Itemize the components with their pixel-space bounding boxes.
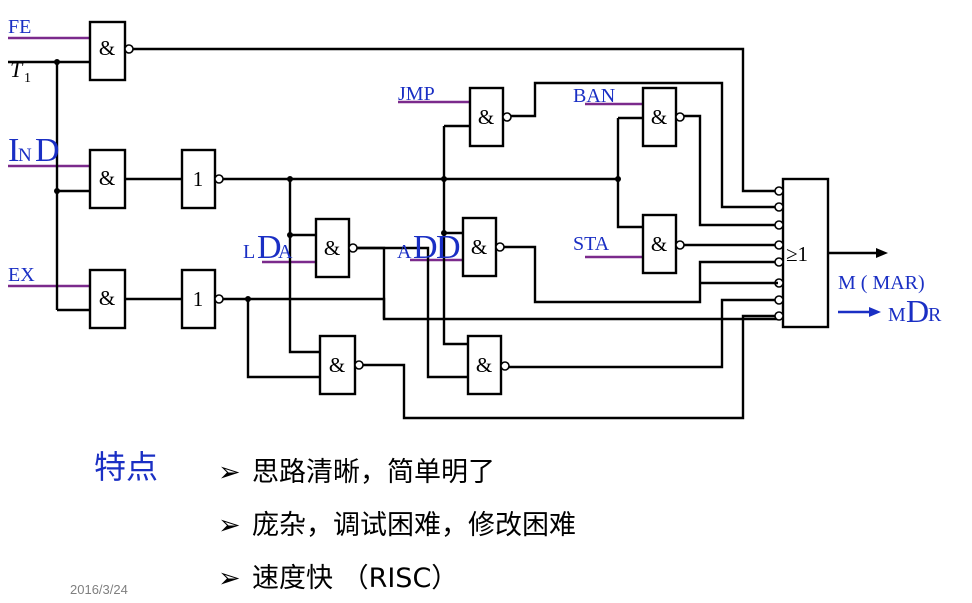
label-lda-a: A	[278, 241, 293, 263]
label-add-d1: D	[413, 229, 438, 266]
label-ban: BAN	[573, 85, 615, 107]
bullet-marker-icon: ➢	[218, 563, 241, 594]
svg-text:≥1: ≥1	[786, 242, 808, 266]
and-gate-sta: &	[641, 213, 685, 275]
label-mdr-r: R	[928, 304, 942, 326]
svg-text:&: &	[99, 166, 115, 190]
svg-text:&: &	[471, 235, 487, 259]
svg-text:&: &	[651, 105, 667, 129]
and-gate-jmp: &	[468, 86, 512, 148]
svg-text:&: &	[99, 36, 115, 60]
signal-labels: FE T 1 I N D EX JMP BAN L D A A D D STA …	[8, 16, 942, 329]
and-gate-ex-lda: &	[318, 334, 364, 396]
label-mdr-m: M	[888, 304, 906, 326]
svg-text:1: 1	[193, 287, 204, 311]
bullet-marker-icon: ➢	[218, 457, 241, 488]
bullet-text: 速度快 （RISC）	[252, 563, 459, 594]
label-mdr-d: D	[906, 293, 929, 329]
and-gate-fe: &	[88, 20, 134, 82]
svg-text:&: &	[99, 286, 115, 310]
svg-text:&: &	[329, 353, 345, 377]
and-gate-ban: &	[641, 86, 685, 148]
label-add-d2: D	[436, 229, 461, 266]
not-gate-ind: 1	[180, 148, 224, 210]
section-title: 特点	[94, 448, 159, 486]
not-gate-ex: 1	[180, 268, 224, 330]
svg-text:&: &	[324, 236, 340, 260]
bullet-item: ➢ 庞杂，调试困难，修改困难	[218, 503, 576, 542]
label-t1: T	[10, 57, 24, 82]
wiring	[8, 47, 888, 420]
label-fe: FE	[8, 16, 31, 38]
label-lda-l: L	[243, 241, 255, 263]
bullet-item: ➢ 速度快 （RISC）	[218, 556, 458, 595]
junction-dots	[54, 59, 621, 302]
and-gate-ex-add: &	[466, 334, 510, 396]
bullet-marker-icon: ➢	[218, 510, 241, 541]
label-sta: STA	[573, 233, 610, 255]
svg-text:1: 1	[193, 167, 204, 191]
label-ind-i: I	[8, 132, 19, 169]
svg-text:&: &	[651, 232, 667, 256]
control-logic-circuit-diagram: & & & 1 1 & & & & &	[8, 16, 942, 420]
label-lda-d: D	[257, 229, 282, 266]
label-ind-n: N	[18, 145, 32, 166]
and-gate-add: &	[461, 216, 505, 278]
bullet-item: ➢ 思路清晰，简单明了	[218, 450, 495, 489]
label-jmp: JMP	[398, 83, 435, 105]
svg-text:&: &	[478, 105, 494, 129]
label-ex: EX	[8, 264, 35, 286]
bullet-text: 思路清晰，简单明了	[252, 457, 495, 488]
svg-text:&: &	[476, 353, 492, 377]
label-mar: M ( MAR)	[838, 272, 925, 294]
bullet-text: 庞杂，调试困难，修改困难	[252, 510, 576, 541]
and-gate-ex: &	[88, 268, 127, 330]
and-gate-lda: &	[314, 217, 358, 279]
label-add-a: A	[397, 241, 412, 263]
and-gate-ind: &	[88, 148, 127, 210]
label-ind-d: D	[35, 132, 60, 169]
slide-date: 2016/3/24	[70, 582, 128, 597]
label-t1-sub: 1	[24, 71, 31, 86]
or-gate: ≥1	[774, 177, 830, 329]
